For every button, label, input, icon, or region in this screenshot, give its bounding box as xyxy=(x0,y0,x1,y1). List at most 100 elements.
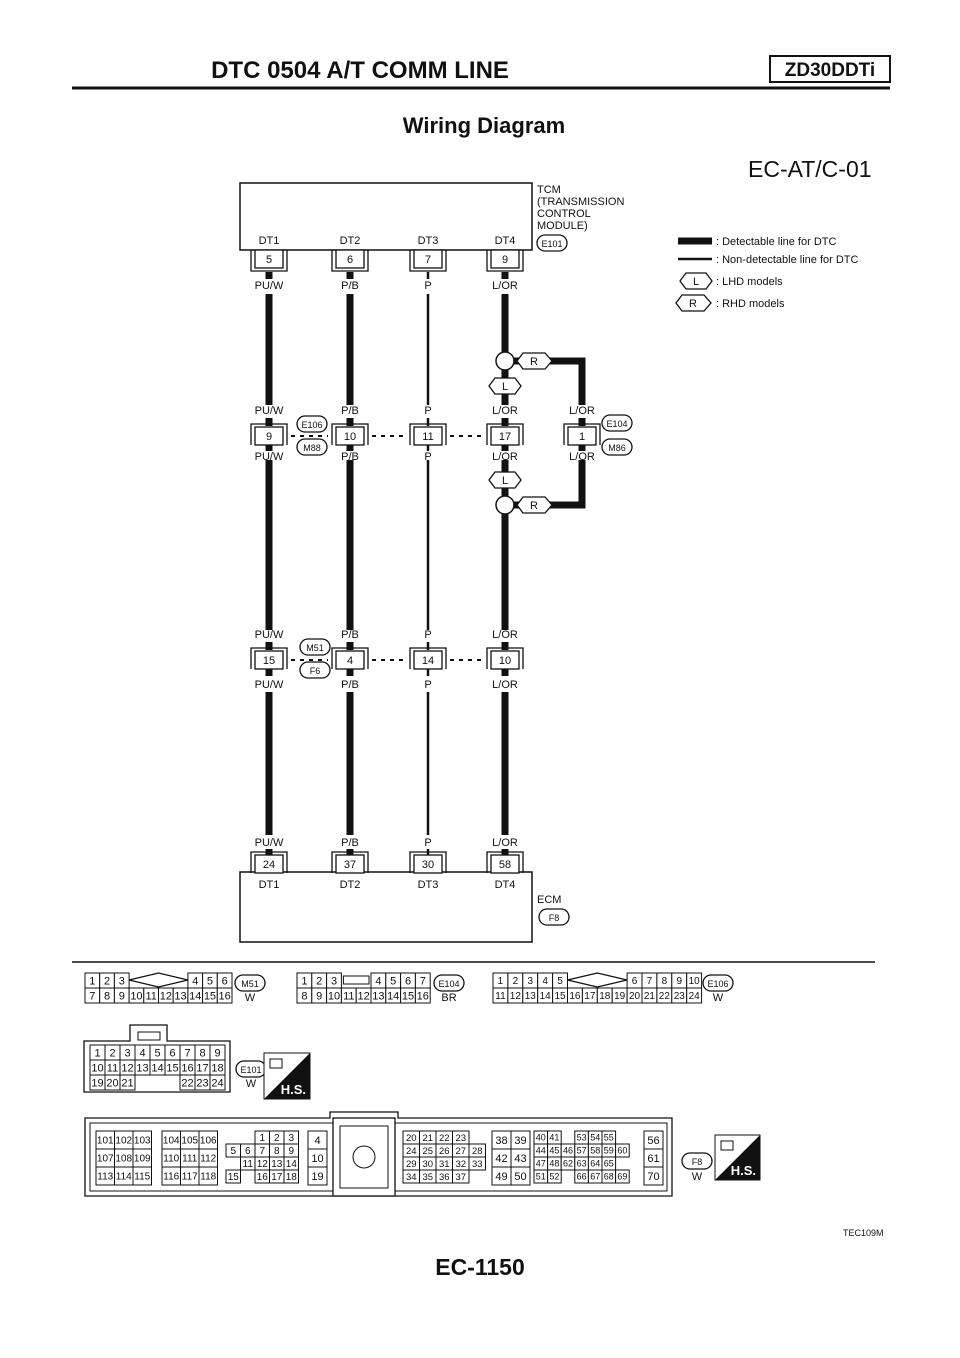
pin-cell-frame xyxy=(547,1169,562,1184)
pin-cell: 22 xyxy=(179,1074,196,1091)
pin-cell: 33 xyxy=(468,1156,486,1171)
engine-badge: ZD30DDTi xyxy=(785,60,875,81)
pin-label: 3 xyxy=(527,976,533,987)
wire-color-label: PU/W xyxy=(255,451,284,463)
pin-label: 24 xyxy=(211,1077,223,1089)
legend-lhd-tag: L xyxy=(679,272,713,290)
pin-label: 39 xyxy=(514,1135,526,1147)
wire-color-label: PU/W xyxy=(255,280,284,292)
pin-label: 12 xyxy=(510,991,522,1002)
ecm-pin: 24 xyxy=(250,851,288,874)
pin-label: 13 xyxy=(525,991,537,1002)
pin-label: 1 xyxy=(259,1133,265,1144)
pin-label: 27 xyxy=(455,1146,466,1157)
connector-shroud xyxy=(409,851,447,873)
pin-label: 19 xyxy=(614,991,626,1002)
pin-cell: 4 xyxy=(187,972,204,989)
pin-label: 12 xyxy=(160,990,172,1002)
pin-label: 22 xyxy=(181,1077,193,1089)
pin-cell: 113 xyxy=(95,1166,115,1186)
connector-shroud xyxy=(250,423,288,445)
pin-cell: 7 xyxy=(414,972,431,989)
wires: DT15PU/WPU/W9PU/WPU/W15PU/WPU/W24DT1DT26… xyxy=(250,235,633,926)
pin-cell: 57 xyxy=(574,1143,589,1158)
pin-cell: 10 xyxy=(326,987,342,1004)
junction2-pin: 10 xyxy=(486,647,524,670)
pin-cell: 11 xyxy=(340,987,357,1004)
pin-label: 4 xyxy=(375,975,381,987)
pin-label: 47 xyxy=(536,1159,546,1169)
connector-oval xyxy=(702,974,734,992)
pin-cell: 69 xyxy=(615,1169,630,1184)
pin-cell: 108 xyxy=(114,1148,134,1168)
pin-label: 41 xyxy=(549,1133,559,1143)
pin-cell: 24 xyxy=(402,1143,420,1158)
pin-label: 109 xyxy=(134,1154,151,1165)
connector-id: M88 xyxy=(303,443,321,453)
pin-number: 4 xyxy=(347,655,353,667)
pin-label: 16 xyxy=(257,1172,269,1183)
tcm-label-line: (TRANSMISSION xyxy=(537,196,624,208)
pin-cell: 4 xyxy=(134,1044,151,1061)
connector-id-oval: E104 xyxy=(433,974,465,992)
pin-box xyxy=(413,249,443,269)
pin-label: 16 xyxy=(569,991,581,1002)
pin-label: 18 xyxy=(211,1062,223,1074)
pin-cell: 7 xyxy=(641,972,658,989)
pin-label: 6 xyxy=(169,1047,175,1059)
pin-cell: 9 xyxy=(209,1044,226,1061)
ecm-pin: 30 xyxy=(409,851,447,874)
pin-label: 53 xyxy=(577,1133,587,1143)
pin-cell: 61 xyxy=(643,1148,664,1168)
pin-cell: 16 xyxy=(567,987,583,1004)
center-bolt-frame xyxy=(339,1125,389,1189)
pin-cell: 6 xyxy=(626,972,643,989)
connector-shroud xyxy=(250,647,288,669)
pin-cell: 12 xyxy=(119,1059,136,1076)
pin-label: 5 xyxy=(207,975,213,987)
pin-cell: 54 xyxy=(587,1130,603,1145)
pin-label: 15 xyxy=(402,990,414,1002)
legend-rhd-tag: R xyxy=(675,294,712,312)
pin-label: 20 xyxy=(629,991,641,1002)
pin-label: 1 xyxy=(498,976,504,987)
connector-oval xyxy=(681,1152,713,1170)
pin-cell: 11 xyxy=(143,987,160,1004)
pin-label: 36 xyxy=(439,1172,450,1183)
junction1-connector-top: E106 xyxy=(296,415,328,433)
pin-cell: 20 xyxy=(626,987,643,1004)
pin-cell: 58 xyxy=(587,1143,603,1158)
pin-label: 106 xyxy=(200,1136,217,1147)
page-number: EC-1150 xyxy=(435,1254,525,1280)
pin-label: 107 xyxy=(97,1154,114,1165)
pin-number: 24 xyxy=(263,859,275,871)
pin-cell: 101 xyxy=(95,1130,115,1150)
pin-label: 2 xyxy=(109,1047,115,1059)
pin-cell: 59 xyxy=(601,1143,617,1158)
model-tag-letter: R xyxy=(530,500,538,512)
legend-lhd: : LHD models xyxy=(716,276,783,288)
pin-label: 54 xyxy=(590,1133,600,1143)
pin-cell: 21 xyxy=(119,1074,136,1091)
pin-cell-frame xyxy=(198,1166,218,1186)
pin-label: 24 xyxy=(689,991,701,1002)
pin-cell: 104 xyxy=(161,1130,181,1150)
pin-number: 10 xyxy=(499,655,511,667)
pin-cell: 8 xyxy=(296,987,313,1004)
pin-label: 8 xyxy=(301,990,307,1002)
pin-cell: 3 xyxy=(326,972,342,989)
figure-code: TEC109M xyxy=(843,1228,884,1238)
pin-cell: 115 xyxy=(132,1166,152,1186)
model-tag-shape xyxy=(516,496,553,514)
wire-color-label: L/OR xyxy=(492,405,518,417)
pin-cell: 103 xyxy=(132,1130,152,1150)
rhd-tag: R xyxy=(516,352,553,370)
keyway-slot xyxy=(342,975,370,985)
wire-color-label: P/B xyxy=(341,280,359,292)
ecm-pin: 37 xyxy=(331,851,369,874)
